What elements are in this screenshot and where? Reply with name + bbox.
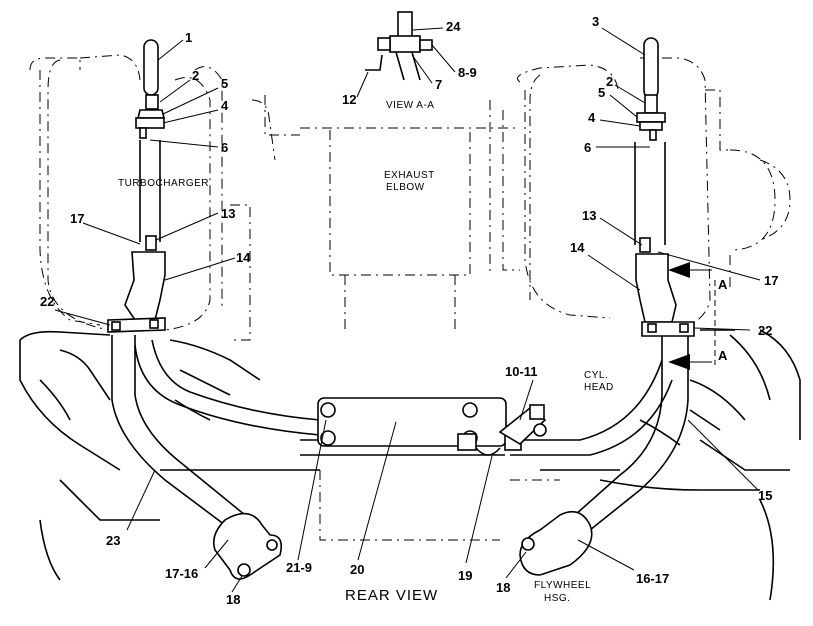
right-clamp-bolt xyxy=(647,323,657,333)
section-mark-lower: A xyxy=(718,348,728,363)
section-arrow-lower-icon xyxy=(668,354,690,370)
right-turbo-assembly xyxy=(634,37,695,337)
label-turbocharger: TURBOCHARGER xyxy=(118,178,209,189)
tee-fitting-nut xyxy=(533,423,547,437)
callout-1: 1 xyxy=(185,30,192,45)
label-flywheel-line2: HSG. xyxy=(544,593,570,604)
bracket-bolt-1 xyxy=(320,402,336,418)
section-mark-upper: A xyxy=(718,277,728,292)
callout-5-right: 5 xyxy=(598,85,605,100)
label-cyl-line2: HEAD xyxy=(584,382,614,393)
left-clamp-bolt-2 xyxy=(149,319,159,329)
right-turbo-pipe xyxy=(634,142,666,245)
aa-nut-8-9 xyxy=(419,39,433,51)
callout-14-right: 14 xyxy=(570,240,585,255)
aa-clamp-body xyxy=(389,35,421,53)
label-view-aa: VIEW A-A xyxy=(386,100,434,111)
left-turbo-pipe xyxy=(139,140,161,242)
left-bolt-6 xyxy=(139,127,147,139)
left-flange-hole-18 xyxy=(237,563,251,577)
callout-14-left: 14 xyxy=(236,250,251,265)
left-clamp-bolt xyxy=(111,321,121,331)
callout-21-9: 21-9 xyxy=(286,560,312,575)
aa-bracket xyxy=(365,54,383,71)
aa-bolt-12 xyxy=(377,37,391,51)
right-fuel-line-3 xyxy=(643,37,659,99)
callout-4-right: 4 xyxy=(588,110,596,125)
callout-18-left: 18 xyxy=(226,592,240,607)
right-clamp-bolt-2 xyxy=(679,323,689,333)
left-flywheel-flange xyxy=(212,512,283,580)
callout-6-right: 6 xyxy=(584,140,591,155)
right-nut-5 xyxy=(636,112,666,123)
bracket-bolt-2 xyxy=(320,430,336,446)
callout-18-right: 18 xyxy=(496,580,510,595)
left-fitting-2 xyxy=(145,94,159,110)
callout-22-right: 22 xyxy=(758,323,772,338)
callout-15: 15 xyxy=(758,488,772,503)
label-exhaust-line1: EXHAUST xyxy=(384,170,435,181)
right-downpipe-15 xyxy=(519,336,689,576)
right-bolt-13 xyxy=(639,237,651,253)
label-cyl-line1: CYL. xyxy=(584,370,608,381)
callout-6-left: 6 xyxy=(221,140,228,155)
view-title: REAR VIEW xyxy=(345,587,438,604)
callout-24: 24 xyxy=(446,19,461,34)
callout-10-11: 10-11 xyxy=(505,364,538,379)
callout-17-left: 17 xyxy=(70,211,84,226)
section-arrow-upper-icon xyxy=(668,262,690,278)
right-flange-hole-18 xyxy=(521,537,535,551)
crossover-pipe xyxy=(134,339,673,456)
right-bolt-6 xyxy=(649,129,657,141)
callout-8-9: 8-9 xyxy=(458,65,477,80)
right-elbow-14 xyxy=(635,253,677,323)
diagram-labels: TURBOCHARGER EXHAUST ELBOW CYL. HEAD FLY… xyxy=(118,100,728,604)
left-flange-4 xyxy=(135,117,165,129)
left-fuel-line-1 xyxy=(143,39,159,96)
leader-lines xyxy=(54,27,761,593)
right-fitting-2 xyxy=(644,94,658,114)
section-arrows xyxy=(668,262,716,370)
label-exhaust-line2: ELBOW xyxy=(386,182,425,193)
callout-12: 12 xyxy=(342,92,356,107)
callout-17-16: 17-16 xyxy=(165,566,198,581)
right-flange-4 xyxy=(639,121,663,131)
left-turbo-assembly xyxy=(107,39,166,333)
label-flywheel-line1: FLYWHEEL xyxy=(534,580,591,591)
tee-fitting-cap xyxy=(529,404,545,420)
callout-16-17: 16-17 xyxy=(636,571,669,586)
callout-20: 20 xyxy=(350,562,364,577)
engine-outline-ghost xyxy=(29,54,791,541)
left-flange-hole-2 xyxy=(266,539,278,551)
callout-7: 7 xyxy=(435,77,442,92)
callout-4-left: 4 xyxy=(221,98,229,113)
callout-13-right: 13 xyxy=(582,208,596,223)
left-downpipe-23 xyxy=(111,335,283,580)
callout-23: 23 xyxy=(106,533,120,548)
mounting-bracket-20 xyxy=(317,397,507,447)
aa-line-7 xyxy=(395,51,421,81)
callout-17-right: 17 xyxy=(764,273,778,288)
callout-numbers: 1 2 5 4 6 24 8-9 7 12 3 2 5 4 6 17 13 14… xyxy=(40,14,778,607)
bracket-bolt-3 xyxy=(462,402,478,418)
left-nut-5 xyxy=(136,109,166,119)
coupling-19 xyxy=(457,433,477,451)
callout-5-left: 5 xyxy=(221,76,228,91)
callout-3: 3 xyxy=(592,14,599,29)
left-elbow-14 xyxy=(124,251,166,321)
callout-13-left: 13 xyxy=(221,206,235,221)
left-bolt-13 xyxy=(145,235,157,251)
callout-19: 19 xyxy=(458,568,472,583)
callout-2-right: 2 xyxy=(606,74,613,89)
view-aa-detail xyxy=(365,11,433,81)
callout-22-left: 22 xyxy=(40,294,54,309)
engine-block-outline xyxy=(19,329,801,601)
callout-2-left: 2 xyxy=(192,68,199,83)
